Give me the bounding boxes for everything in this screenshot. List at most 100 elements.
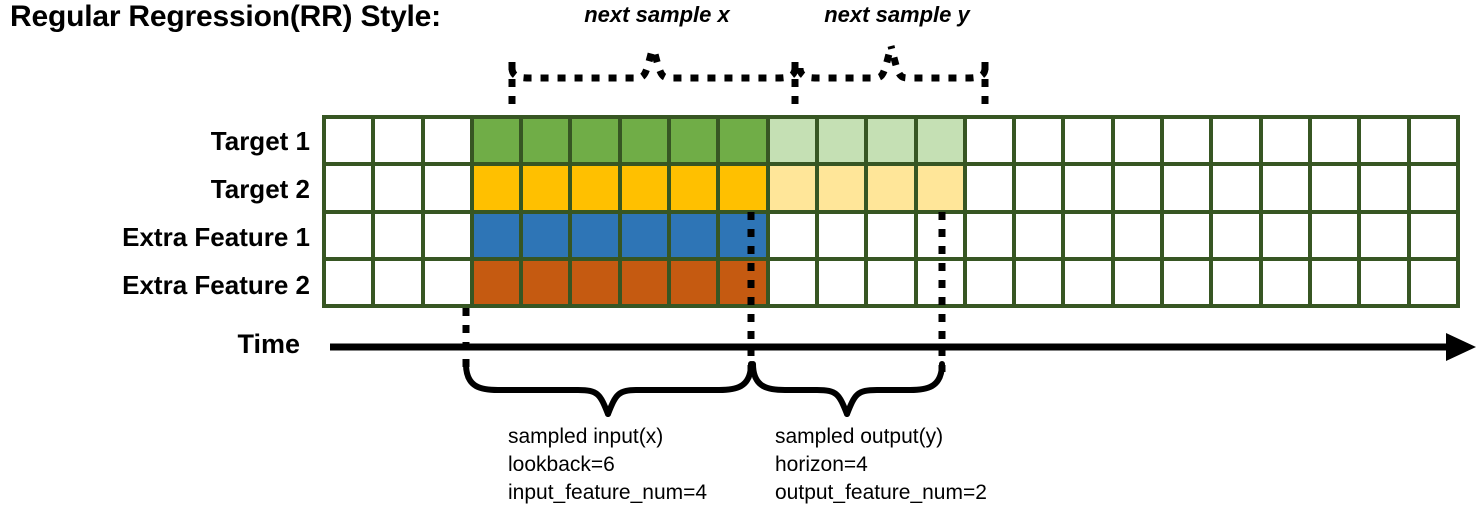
grid-cell — [818, 119, 865, 163]
grid-cell — [1016, 213, 1062, 257]
grid-cell — [1065, 119, 1111, 163]
row-label-target-2: Target 2 — [210, 174, 310, 204]
grid-cell — [375, 166, 421, 210]
grid-cell — [1016, 119, 1062, 163]
grid-cell — [720, 119, 766, 163]
grid-cell — [1016, 166, 1062, 210]
grid-cell — [1361, 260, 1407, 304]
grid-cell — [868, 166, 914, 210]
grid-cell — [1262, 119, 1308, 163]
top-brace-label-next-sample-y: next sample y — [824, 2, 970, 27]
time-axis-arrow — [330, 333, 1476, 361]
grid-cell — [720, 166, 766, 210]
grid-cell — [671, 166, 717, 210]
grid-cell — [375, 119, 421, 163]
grid-row-extra-feature-2 — [326, 260, 1456, 304]
grid-cell — [1361, 213, 1407, 257]
grid-cell — [326, 260, 372, 304]
grid-cell — [1114, 213, 1161, 257]
grid-cell — [1311, 166, 1358, 210]
bottom-note-output-line-3: output_feature_num=2 — [775, 480, 987, 504]
row-label-column: Target 1 Target 2 Extra Feature 1 Extra … — [0, 0, 310, 516]
grid-cell — [1164, 119, 1210, 163]
row-label-extra-feature-2: Extra Feature 2 — [122, 270, 310, 300]
grid-cell — [1065, 213, 1111, 257]
grid-cell — [1114, 166, 1161, 210]
grid-cell — [769, 260, 815, 304]
grid-row-extra-feature-1 — [326, 213, 1456, 257]
grid-cell — [720, 213, 766, 257]
grid-cell — [1361, 166, 1407, 210]
grid-cell — [818, 166, 865, 210]
top-brace-label-next-sample-x: next sample x — [584, 2, 730, 27]
top-brace-next-sample-x — [508, 45, 799, 82]
grid-cell — [326, 166, 372, 210]
grid-cell — [917, 260, 963, 304]
bottom-note-input-line-3: input_feature_num=4 — [508, 480, 708, 504]
page-title: Regular Regression(RR) Style: — [10, 0, 441, 33]
grid-cell — [1410, 213, 1456, 257]
grid-cell — [769, 166, 815, 210]
grid-cell — [621, 213, 668, 257]
grid-cell — [424, 213, 470, 257]
grid-cell — [818, 213, 865, 257]
bottom-brace-sampled-output — [750, 361, 945, 417]
grid-cell — [868, 119, 914, 163]
grid-cell — [769, 119, 815, 163]
grid-cell — [966, 260, 1013, 304]
grid-cell — [1065, 166, 1111, 210]
row-label-target-1: Target 1 — [210, 126, 310, 156]
bottom-note-sampled-output: sampled output(y) horizon=4 output_featu… — [775, 423, 987, 507]
bottom-note-input-line-1: sampled input(x) — [508, 425, 664, 448]
grid-cell — [523, 213, 569, 257]
grid-cell — [1410, 260, 1456, 304]
grid-cell — [671, 260, 717, 304]
grid-cell — [375, 260, 421, 304]
grid-row-target-2 — [326, 166, 1456, 210]
grid-cell — [523, 260, 569, 304]
grid-cell — [621, 119, 668, 163]
grid-cell — [720, 260, 766, 304]
grid-cell — [1262, 213, 1308, 257]
grid-cell — [1164, 213, 1210, 257]
grid-cell — [326, 119, 372, 163]
grid-row-target-1 — [326, 119, 1456, 163]
grid-cell — [523, 119, 569, 163]
grid-cell — [671, 213, 717, 257]
grid-cell — [868, 213, 914, 257]
grid-cell — [424, 119, 470, 163]
grid-cell — [621, 166, 668, 210]
grid-cell — [1311, 213, 1358, 257]
grid-cell — [1213, 119, 1259, 163]
grid-cell — [1262, 166, 1308, 210]
grid-cell — [473, 166, 520, 210]
grid-cell — [1164, 166, 1210, 210]
grid-cell — [1311, 260, 1358, 304]
grid-cell — [966, 119, 1013, 163]
grid-cell — [375, 213, 421, 257]
row-label-extra-feature-1: Extra Feature 1 — [122, 222, 310, 252]
time-axis-label: Time — [237, 329, 300, 359]
grid-cell — [572, 213, 618, 257]
bottom-note-sampled-input: sampled input(x) lookback=6 input_featur… — [508, 423, 707, 507]
grid-cell — [473, 119, 520, 163]
grid-cell — [473, 213, 520, 257]
grid-cell — [917, 166, 963, 210]
grid-cell — [572, 260, 618, 304]
grid-cell — [966, 166, 1013, 210]
bottom-note-output-line-2: horizon=4 — [775, 452, 868, 476]
grid-cell — [1164, 260, 1210, 304]
timeline-grid — [322, 115, 1460, 308]
grid-cell — [1410, 119, 1456, 163]
grid-cell — [769, 213, 815, 257]
grid-cell — [818, 260, 865, 304]
grid-cell — [1311, 119, 1358, 163]
grid-cell — [1114, 119, 1161, 163]
grid-cell — [1213, 166, 1259, 210]
grid-cell — [523, 166, 569, 210]
grid-cell — [917, 213, 963, 257]
grid-cell — [1016, 260, 1062, 304]
grid-cell — [1114, 260, 1161, 304]
grid-cell — [326, 213, 372, 257]
